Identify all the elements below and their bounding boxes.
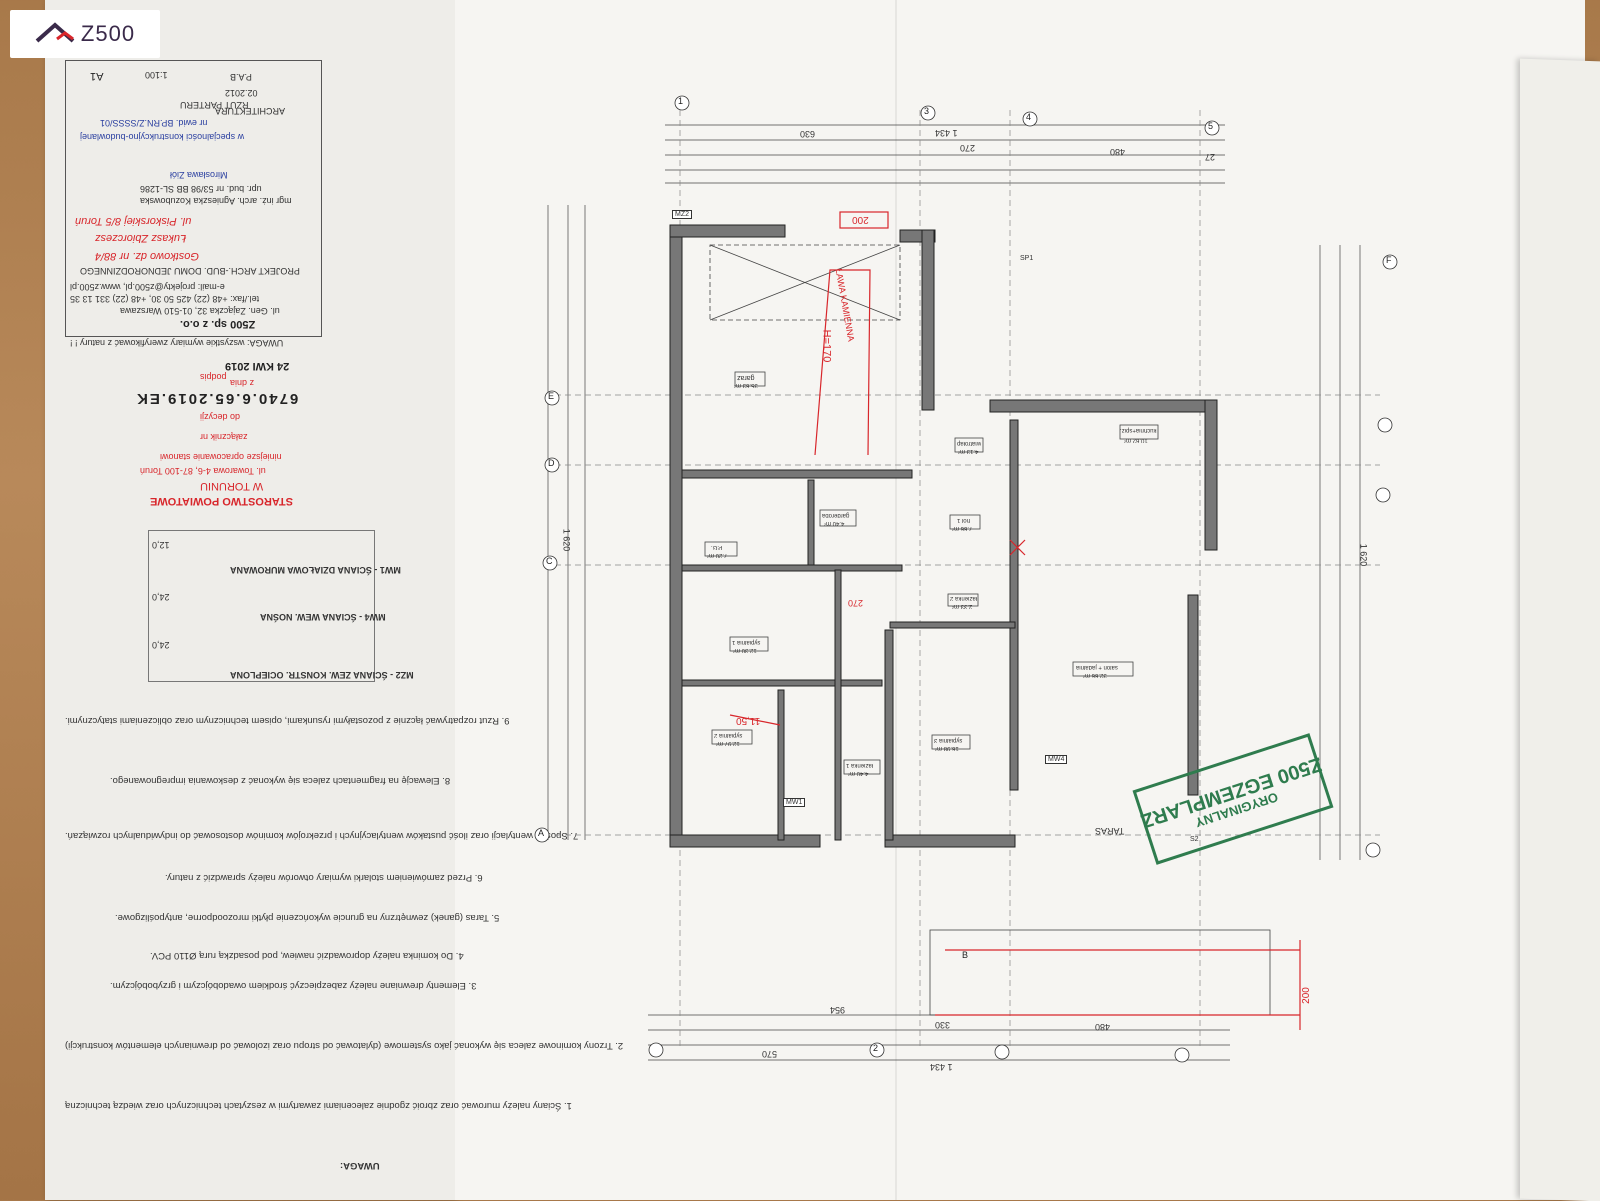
axis-b: B	[962, 950, 969, 960]
title-block	[65, 60, 322, 337]
room-vestibule-area: 4.13 m²	[958, 448, 979, 454]
room-vestibule: wiatrołap	[957, 440, 982, 446]
room-bedroom1: sypialnia 1	[732, 639, 761, 645]
room-bath1: łazienka 1	[846, 762, 874, 768]
dim-top-480: 480	[1110, 147, 1126, 157]
dim-top-27: 27	[1205, 152, 1216, 162]
logo-text: Z500	[80, 21, 136, 46]
room-bedroom1-area: 12.30 m²	[733, 647, 757, 653]
red-mark-1150: 11,50	[736, 715, 761, 726]
red-mark-120: 200	[852, 214, 869, 225]
room-wardrobe: garderoba	[822, 512, 850, 518]
axis-d: D	[548, 458, 555, 468]
room-wardrobe-area: 4.40 m²	[824, 520, 845, 526]
dim-top-270: 270	[960, 143, 976, 153]
wall-tag-mw1: MW1	[783, 798, 806, 807]
room-bath2: łazienka 2	[950, 595, 978, 601]
z500-logo: Z500	[10, 10, 160, 58]
wall-tag-sp1: SP1	[1020, 255, 1034, 262]
dim-top-630: 630	[800, 129, 816, 139]
red-mark-h170: H=170	[820, 329, 833, 363]
wall-legend	[148, 530, 375, 682]
room-garage-area: 35.63 m²	[734, 382, 758, 388]
dim-total-depth-right: 1 620	[1358, 543, 1369, 567]
axis-f: F	[1386, 255, 1392, 265]
red-mark-270: 270	[848, 598, 864, 608]
dim-total-width-top: 1 434	[935, 128, 958, 138]
dim-bottom-480: 480	[1095, 1022, 1111, 1032]
axis-3-top: 3	[924, 106, 930, 116]
paper-fold	[895, 0, 897, 1200]
room-kitchen: kuchnia+spiż.	[1120, 427, 1157, 433]
room-pg: P.G.	[711, 544, 723, 550]
room-hall-area: 7.66 m²	[952, 525, 973, 531]
wall-tag-mw4: MW4	[1045, 755, 1068, 764]
house-icon	[35, 22, 75, 43]
dim-bottom-954: 954	[830, 1005, 846, 1015]
wall-tag-mz2: MZ2	[672, 210, 692, 219]
dim-total-width-bottom: 1 434	[930, 1062, 953, 1072]
dim-total-depth-left: 1 620	[561, 528, 572, 552]
room-kitchen-area: 10.62 m²	[1124, 437, 1148, 443]
terrace-label: TARAS	[1095, 826, 1125, 836]
axis-5-top: 5	[1208, 121, 1214, 131]
room-bath1-area: 4.40 m²	[848, 770, 869, 776]
axis-4-top: 4	[1026, 112, 1032, 122]
room-bedroom2: sypialnia 2	[714, 732, 743, 738]
room-living: salon + jadalnia	[1076, 664, 1118, 670]
room-hall: hol 1	[957, 517, 971, 523]
left-document-sheet	[45, 0, 455, 1200]
room-pg-area: 7.20 m²	[707, 552, 728, 558]
axis-a: A	[538, 828, 545, 838]
axis-1-top: 1	[678, 96, 684, 106]
room-bedroom3: sypialnia 3	[934, 737, 963, 743]
room-bedroom3-area: 16.98 m²	[935, 745, 959, 751]
floor-plan-sheet	[455, 0, 1585, 1200]
dim-bottom-330: 330	[935, 1020, 951, 1030]
axis-c: C	[546, 556, 553, 566]
room-garage: garaż	[737, 374, 755, 381]
dim-bottom-570: 570	[762, 1049, 778, 1059]
room-living-area: 32.66 m²	[1083, 672, 1107, 678]
axis-e: E	[548, 391, 555, 401]
room-bath2-area: 2.33 m²	[952, 603, 973, 609]
axis-2-bottom: 2	[873, 1043, 879, 1053]
room-bedroom2-area: 12.97 m²	[716, 740, 740, 746]
red-mark-200-right: 200	[1300, 987, 1312, 1004]
wall-tag-s2: S2	[1190, 836, 1199, 843]
